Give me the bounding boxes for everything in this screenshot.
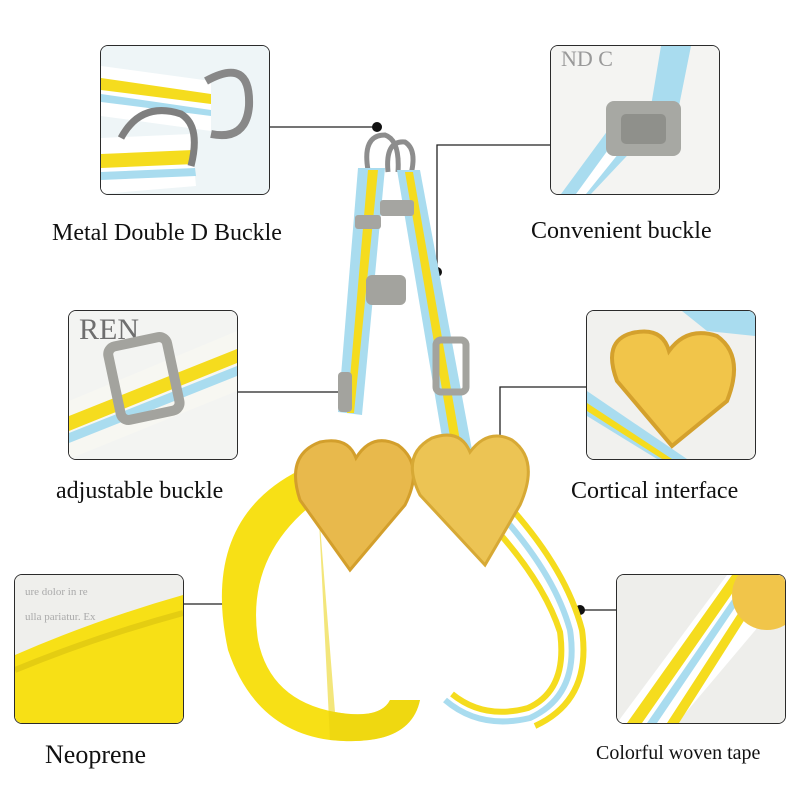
metal-buckle-label: Metal Double D Buckle xyxy=(52,220,282,246)
svg-text:ure dolor in re: ure dolor in re xyxy=(25,586,88,598)
panel-woven-tape xyxy=(616,574,786,724)
cortical-interface-label: Cortical interface xyxy=(571,478,739,504)
svg-text:ND C: ND C xyxy=(561,46,613,71)
metal-d-ring-icon xyxy=(364,132,416,179)
heart-patch-right-icon xyxy=(410,433,530,568)
svg-text:ulla pariatur. Ex: ulla pariatur. Ex xyxy=(25,611,96,623)
panel-neoprene: ure dolor in re ulla pariatur. Ex xyxy=(14,574,184,724)
panel-adjustable-buckle: REN xyxy=(68,310,238,460)
panel-cortical-interface xyxy=(586,310,756,460)
woven-tape-label: Colorful woven tape xyxy=(596,742,761,764)
neoprene-label: Neoprene xyxy=(45,740,147,769)
heart-patch-left-icon xyxy=(294,439,415,573)
panel-convenient-buckle: ND C xyxy=(550,45,720,195)
panel-metal-buckle xyxy=(100,45,270,195)
convenient-buckle-label: Convenient buckle xyxy=(531,218,712,244)
adjustable-buckle-label: adjustable buckle xyxy=(56,478,224,504)
